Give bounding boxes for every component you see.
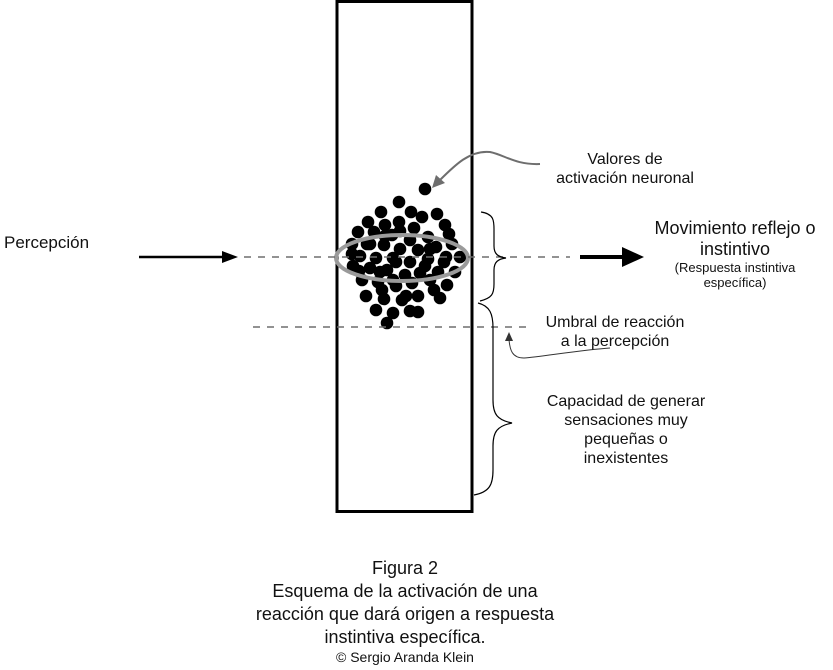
neuron-dot [369,303,383,317]
capacity-line: inexistentes [583,450,669,467]
figure-caption: Figura 2 Esquema de la activación de una… [200,557,610,666]
neuron-dot [430,207,444,221]
caption-line: Esquema de la activación de una [272,581,538,601]
neuron-dot [363,237,377,251]
perception-label: Percepción [4,233,90,252]
neuron-dot [374,205,388,219]
neuron-dot [437,255,451,269]
neuron-dot [373,265,387,279]
neuron-dot [442,227,456,241]
reflex-movement-label: Movimiento reflejo o instintivo (Respues… [640,218,830,290]
reflex-movement-sub: (Respuesta instintiva [674,260,796,275]
threshold-line: a la percepción [560,333,670,350]
neuron-dot [423,242,437,256]
neuron-dot [378,218,392,232]
neuron-cluster [345,182,467,330]
neuron-dot [404,205,418,219]
activation-values-label: Valores de activación neuronal [540,150,710,188]
neuron-dot [411,305,425,319]
neuron-dot [345,247,359,261]
capacity-line: sensaciones muy [564,412,688,429]
neuron-dot [440,278,454,292]
lower-brace [473,302,513,496]
threshold-line: Umbral de reacción [545,314,685,331]
caption-figure-number: Figura 2 [371,558,439,578]
neuron-dot [433,291,447,305]
neuron-dot [418,182,432,196]
reflex-movement-line: instintivo [699,239,771,259]
neuron-dot [415,210,429,224]
activation-ellipse [334,233,470,283]
neuron-dot [380,316,394,330]
reflex-movement-line: Movimiento reflejo o [654,218,816,238]
threshold-pointer-curve [508,339,611,359]
response-arrow-head [622,247,644,267]
neuron-dot [411,289,425,303]
neuron-dot [375,283,389,297]
perception-arrow-head [222,251,238,263]
neuron-dot [389,255,403,269]
upper-brace [479,211,507,302]
neuron-dot [403,255,417,269]
capacity-line: Capacidad de generar [546,393,706,410]
neuron-dot [359,289,373,303]
neuron-dot [399,289,413,303]
capacity-line: pequeñas o [584,431,668,448]
neuron-dot [418,259,432,273]
threshold-pointer-head [505,332,513,341]
neuron-dot [386,306,400,320]
neuron-dot [392,195,406,209]
neuron-dot [361,215,375,229]
activation-values-line: Valores de [587,151,663,168]
neuron-dot [393,242,407,256]
neuron-dot [407,221,421,235]
caption-line: reacción que dará origen a respuesta [255,604,555,624]
neuron-dot [351,225,365,239]
activation-pointer-curve [439,150,541,181]
neuron-dot [411,243,425,257]
neuron-dot [363,261,377,275]
capacity-label: Capacidad de generar sensaciones muy peq… [530,392,722,468]
activation-values-line: activación neuronal [556,170,694,187]
caption-line: instintiva específica. [324,627,486,647]
activation-pointer-head [432,175,445,188]
neuron-dot [369,251,383,265]
threshold-label: Umbral de reacción a la percepción [535,313,695,351]
reflex-movement-sub: específica) [703,275,767,290]
caption-copyright: © Sergio Aranda Klein [336,649,474,665]
